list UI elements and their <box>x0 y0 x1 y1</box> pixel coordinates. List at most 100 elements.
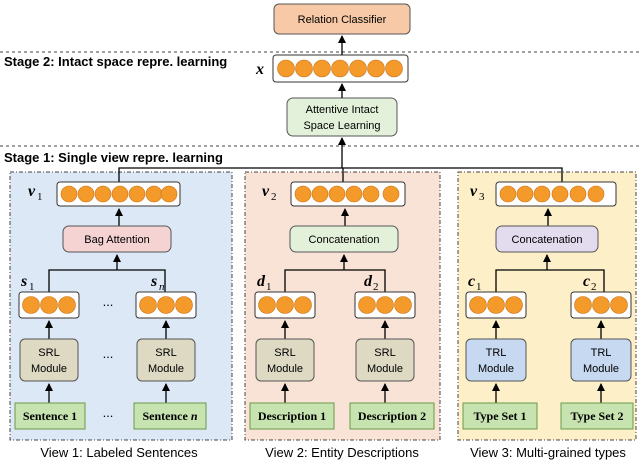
srl-module-desc2-line2: Module <box>367 363 403 375</box>
trl-module-1 <box>465 338 527 382</box>
stage1-label: Stage 1: Single view repre. learning <box>4 150 223 165</box>
concatenation-box-view2 <box>289 225 399 253</box>
c2-vector <box>570 291 632 319</box>
x-vector-dot <box>277 59 295 78</box>
v1-vector-dot <box>160 185 178 203</box>
x-vector-dot <box>385 59 403 78</box>
v1-vector-dot <box>111 185 129 203</box>
d1-vector-dot <box>258 296 276 314</box>
srl-module-desc1-line2: Module <box>267 363 303 375</box>
view1-merge-line <box>48 269 166 292</box>
ellipsis-modules: ... <box>103 346 114 361</box>
c1-vector-dot <box>505 296 523 314</box>
merge-line-views <box>118 167 563 182</box>
trl-module-2 <box>570 338 632 382</box>
v2-vector-dot <box>362 185 380 203</box>
sentence-n-prefix: Sentence <box>142 409 190 423</box>
type-set-1-box <box>462 402 538 430</box>
description-1-box <box>249 402 335 430</box>
d2-vector <box>354 291 416 319</box>
ellipsis-inputs: ... <box>103 405 114 420</box>
d2-vector-dot <box>394 296 412 314</box>
c1-vector <box>465 291 527 319</box>
c2-sub: 2 <box>591 281 597 293</box>
view3-merge-line <box>495 269 605 292</box>
concatenation-label-view2: Concatenation <box>309 234 380 246</box>
d1-vector <box>254 291 316 319</box>
srl-module-n-line2: Module <box>148 363 184 375</box>
d1-sub: 1 <box>266 281 272 293</box>
view2-vector-var: v <box>262 183 270 200</box>
c1-vector-dot <box>469 296 487 314</box>
v2-vector-dot <box>311 185 329 203</box>
srl-module-n <box>136 338 196 382</box>
c1-vector-dot <box>487 296 505 314</box>
x-vector-dot <box>313 59 331 78</box>
s1-vector <box>18 291 80 319</box>
c2-vector-dot <box>574 296 592 314</box>
d2-vector-dot <box>376 296 394 314</box>
bag-attention-box <box>62 225 172 253</box>
x-vector-dot <box>295 59 313 78</box>
d2-sub: 2 <box>373 281 379 293</box>
v2-vector-dot <box>294 185 312 203</box>
v1-vector-dot <box>128 185 146 203</box>
trl-module-1-line2: Module <box>478 363 514 375</box>
c2-vector-dot <box>592 296 610 314</box>
sn-vector-dot <box>175 296 193 314</box>
view2-merge-line <box>284 269 386 292</box>
concatenation-label-view3: Concatenation <box>512 234 583 246</box>
v3-vector-dot <box>551 185 569 203</box>
stage2-label: Stage 2: Intact space repre. learning <box>4 54 227 69</box>
d1-var: d <box>257 273 266 290</box>
sn-vector-dot <box>139 296 157 314</box>
view1-title: View 1: Labeled Sentences <box>40 445 198 460</box>
attentive-line1: Attentive Intact <box>306 104 379 116</box>
v3-vector-dot <box>587 185 605 203</box>
v2-vector <box>290 181 406 207</box>
s1-vector-dot <box>58 296 76 314</box>
s1-var: s <box>20 273 27 290</box>
c2-vector-dot <box>610 296 628 314</box>
sentence-n-italic: n <box>191 409 198 423</box>
srl-module-desc1-line1: SRL <box>274 347 295 359</box>
srl-module-desc2-line1: SRL <box>374 347 395 359</box>
c1-sub: 1 <box>476 281 482 293</box>
v3-vector-dot <box>569 185 587 203</box>
srl-module-desc1 <box>255 338 315 382</box>
v2-vector-dot <box>345 185 363 203</box>
v3-vector <box>495 181 617 207</box>
srl-module-1-line2: Module <box>31 363 67 375</box>
d2-var: d <box>364 273 373 290</box>
v2-vector-dot <box>328 185 346 203</box>
trl-module-2-line1: TRL <box>591 347 612 359</box>
x-variable: x <box>255 61 264 78</box>
description-2-label: Description 2 <box>358 409 426 423</box>
view3-vector-sub: 3 <box>479 191 485 203</box>
s1-vector-dot <box>22 296 40 314</box>
sentence-1-box <box>14 402 86 430</box>
view3-vector-var: v <box>470 183 478 200</box>
view2-vector-sub: 2 <box>271 191 277 203</box>
concatenation-box-view3 <box>495 225 599 253</box>
type-set-2-box <box>560 402 634 430</box>
view1-vector-var: v <box>28 183 36 200</box>
v3-vector-dot <box>533 185 551 203</box>
v1-vector-dot <box>77 185 95 203</box>
c2-var: c <box>583 273 590 290</box>
description-1-label: Description 1 <box>258 409 326 423</box>
v2-vector-dot <box>382 185 400 203</box>
type-set-1-label: Type Set 1 <box>473 409 526 423</box>
v3-vector-dot <box>516 185 534 203</box>
sentence-1-label: Sentence 1 <box>23 409 77 423</box>
sn-vector <box>135 291 197 319</box>
s1-sub: 1 <box>29 281 35 293</box>
d1-vector-dot <box>294 296 312 314</box>
sn-var: s <box>150 273 157 290</box>
sentence-n-box <box>133 402 207 430</box>
x-vector-dot <box>349 59 367 78</box>
sentence-n-label: Sentence n <box>142 409 197 423</box>
view1-vector-sub: 1 <box>37 191 43 203</box>
attentive-line2: Space Learning <box>303 120 380 132</box>
v1-vector-dot <box>145 185 163 203</box>
